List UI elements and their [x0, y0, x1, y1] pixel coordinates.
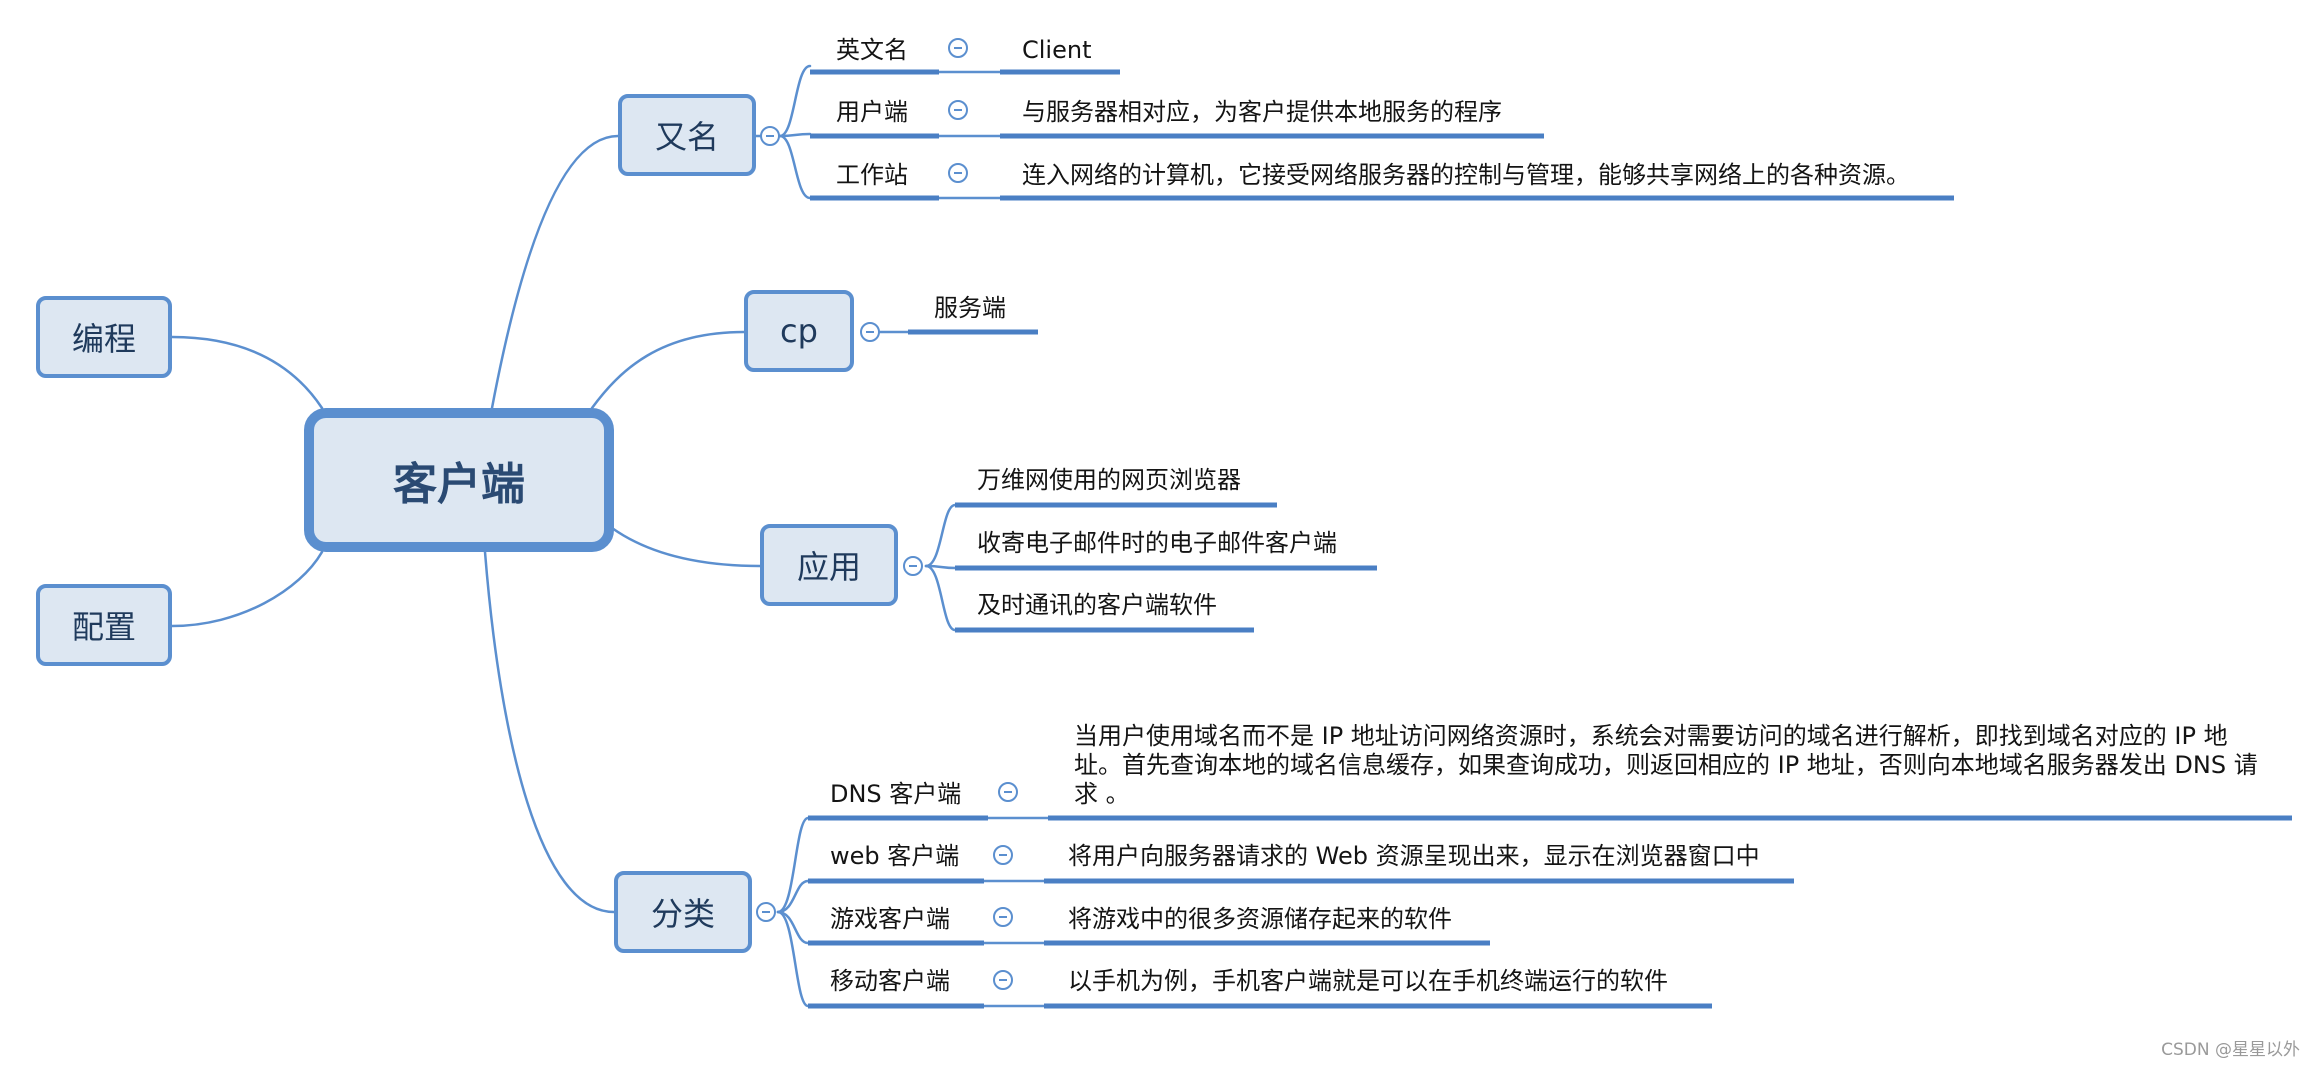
collapse-categories-item-2-icon[interactable] — [993, 845, 1013, 865]
apps-item-3: 及时通讯的客户端软件 — [977, 591, 1217, 619]
aka-key-1: 英文名 — [836, 36, 908, 64]
connector-categories-item-3 — [776, 910, 810, 945]
connector-root-apps — [610, 526, 762, 568]
categories-key-2: web 客户端 — [830, 842, 960, 870]
node-aka[interactable]: 又名 — [618, 94, 756, 176]
connector-apps-item-1 — [924, 503, 957, 568]
categories-key-4: 移动客户端 — [830, 967, 950, 995]
collapse-aka-item-1-icon[interactable] — [948, 38, 968, 58]
connector-categories-item-4 — [776, 910, 810, 1008]
node-coding[interactable]: 编程 — [36, 296, 172, 378]
connector-categories-item-1 — [776, 816, 810, 914]
collapse-categories-icon[interactable] — [756, 902, 776, 922]
connector-apps-item-3 — [924, 564, 957, 632]
connector-root-coding — [170, 335, 324, 410]
collapse-aka-icon[interactable] — [760, 126, 780, 146]
collapse-categories-item-3-icon[interactable] — [993, 907, 1013, 927]
aka-value-1: Client — [1022, 36, 1092, 64]
collapse-aka-item-2-icon[interactable] — [948, 100, 968, 120]
connector-root-categories — [483, 550, 616, 914]
node-categories[interactable]: 分类 — [614, 871, 752, 953]
connector-root-aka — [490, 134, 620, 410]
connector-categories-item-2 — [776, 879, 810, 914]
apps-item-2: 收寄电子邮件时的电子邮件客户端 — [977, 529, 1337, 557]
categories-key-1: DNS 客户端 — [830, 780, 962, 808]
categories-value-2: 将用户向服务器请求的 Web 资源呈现出来，显示在浏览器窗口中 — [1068, 842, 1760, 870]
connector-root-cp — [590, 330, 746, 410]
categories-key-3: 游戏客户端 — [830, 905, 950, 933]
aka-key-2: 用户端 — [836, 98, 908, 126]
collapse-apps-icon[interactable] — [903, 556, 923, 576]
collapse-categories-item-4-icon[interactable] — [993, 970, 1013, 990]
node-config[interactable]: 配置 — [36, 584, 172, 666]
collapse-aka-item-3-icon[interactable] — [948, 163, 968, 183]
cp-item-1: 服务端 — [934, 294, 1006, 322]
categories-value-1: 当用户使用域名而不是 IP 地址访问网络资源时，系统会对需要访问的域名进行解析，… — [1074, 722, 2258, 808]
node-cp[interactable]: cp — [744, 290, 854, 372]
connector-root-config — [170, 550, 324, 628]
categories-value-3: 将游戏中的很多资源储存起来的软件 — [1068, 905, 1452, 933]
node-apps[interactable]: 应用 — [760, 524, 898, 606]
aka-key-3: 工作站 — [836, 161, 908, 189]
collapse-categories-item-1-icon[interactable] — [998, 782, 1018, 802]
aka-value-2: 与服务器相对应，为客户提供本地服务的程序 — [1022, 98, 1502, 126]
connector-aka-item-3 — [778, 134, 812, 200]
aka-value-3: 连入网络的计算机，它接受网络服务器的控制与管理，能够共享网络上的各种资源。 — [1022, 161, 1910, 189]
root-node[interactable]: 客户端 — [304, 408, 614, 552]
apps-item-1: 万维网使用的网页浏览器 — [977, 466, 1241, 494]
connector-aka-item-1 — [778, 64, 812, 138]
watermark: CSDN @星星以外 — [2161, 1040, 2300, 1060]
categories-value-4: 以手机为例，手机客户端就是可以在手机终端运行的软件 — [1068, 967, 1668, 995]
collapse-cp-icon[interactable] — [860, 322, 880, 342]
